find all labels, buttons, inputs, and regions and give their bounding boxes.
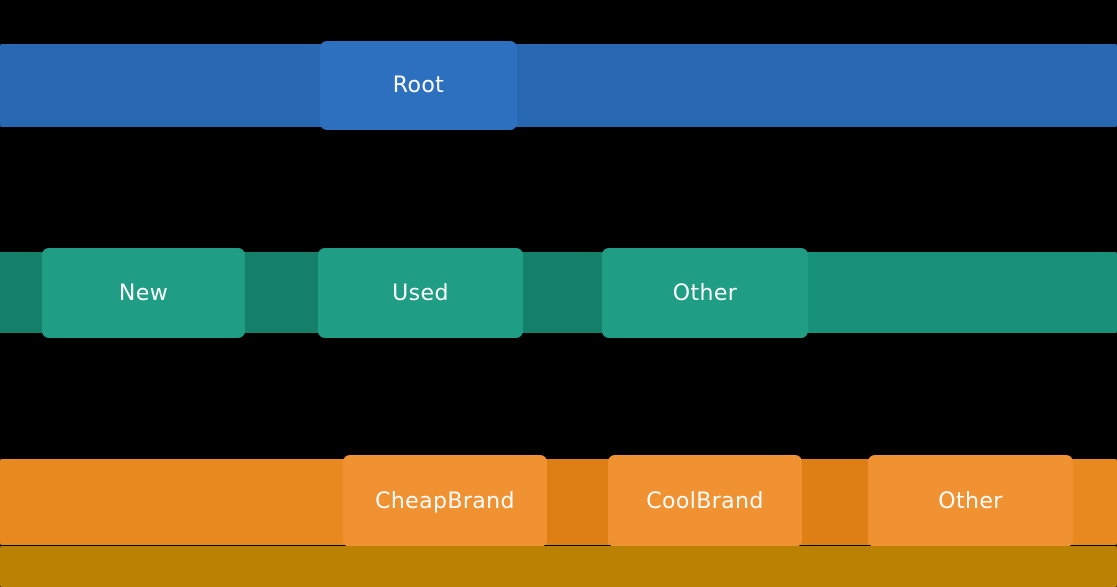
level-2-link-strip-2: [245, 252, 318, 333]
node-other-used[interactable]: Other: [602, 248, 808, 338]
node-other-brand-label: Other: [938, 488, 1003, 514]
level-3-link-strip-2: [802, 459, 868, 545]
node-coolbrand-label: CoolBrand: [646, 488, 764, 514]
node-new-label: New: [118, 280, 169, 306]
level-4-band: [0, 546, 1117, 587]
node-root-label: Root: [392, 73, 445, 98]
node-other-brand[interactable]: Other: [868, 455, 1073, 547]
node-used-label: Used: [392, 280, 449, 306]
level-1-band: [0, 44, 1117, 127]
level-2-link-strip-1: [0, 252, 42, 333]
node-new[interactable]: New: [42, 248, 245, 338]
node-root[interactable]: Root: [320, 41, 517, 130]
node-cheapbrand-label: CheapBrand: [375, 488, 515, 514]
node-cheapbrand[interactable]: CheapBrand: [343, 455, 547, 547]
node-coolbrand[interactable]: CoolBrand: [608, 455, 802, 547]
node-used[interactable]: Used: [318, 248, 523, 338]
level-2-link-strip-3: [523, 252, 602, 333]
level-3-link-strip-1: [547, 459, 608, 545]
node-other-used-label: Other: [672, 280, 738, 306]
